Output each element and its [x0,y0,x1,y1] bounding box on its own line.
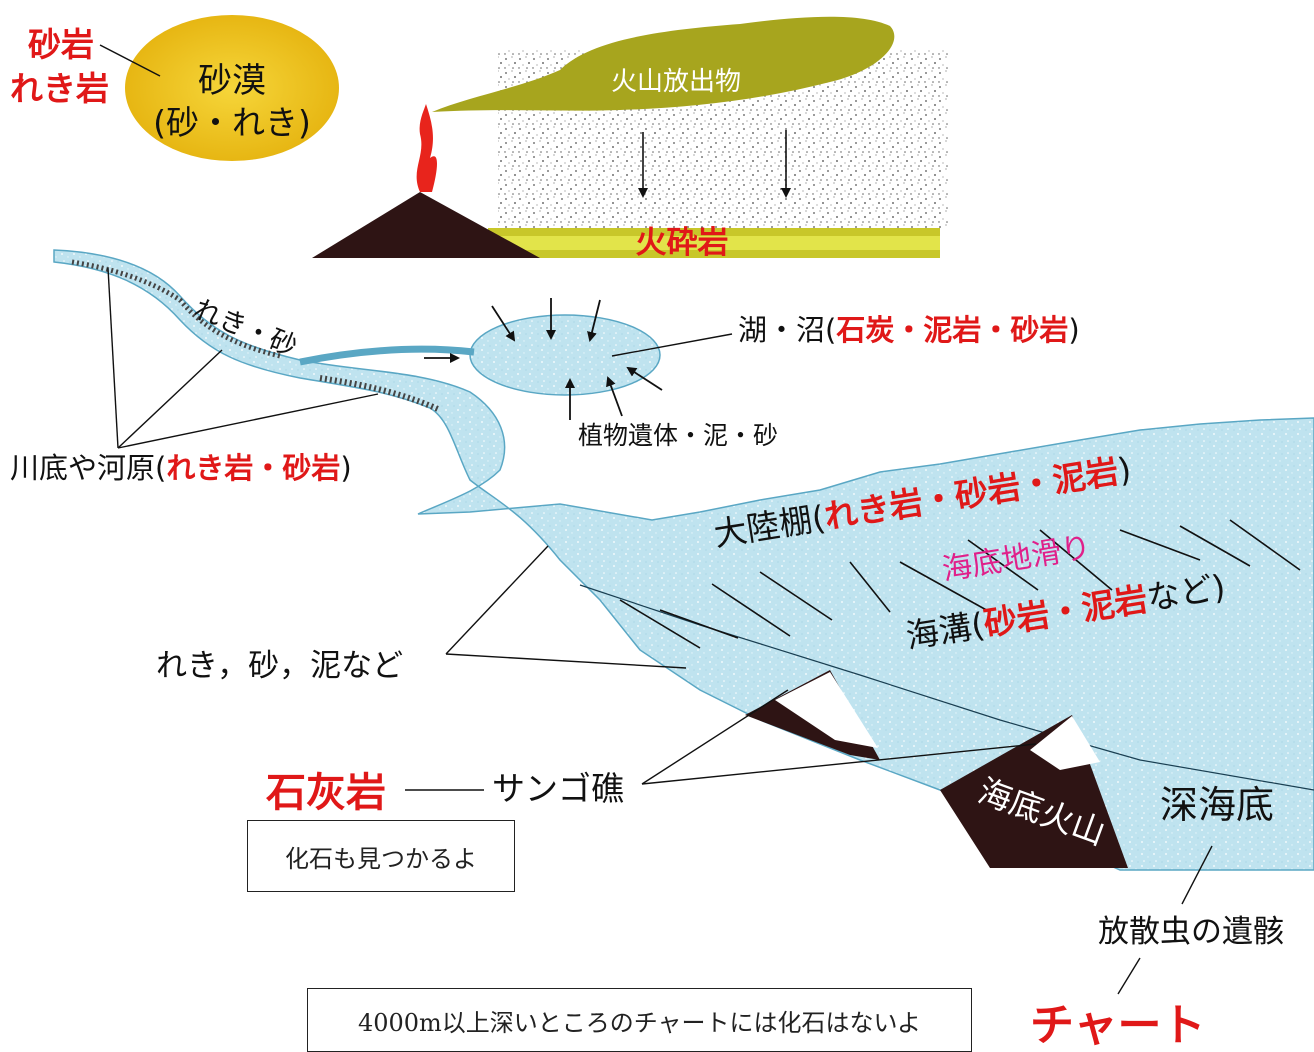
chert-label: チャート [1030,1000,1206,1050]
lake [469,314,661,396]
lake-arrow-5 [606,376,623,417]
lake-rock-mudstone: 泥岩 [923,313,981,347]
lake-leader-line [611,333,733,357]
desert-rock-sandstone: 砂岩 [28,25,94,64]
lake-rock-coal: 石炭 [835,313,894,347]
shelf-sep2: ・ [1017,462,1056,506]
lake-inlet [299,345,475,366]
riverbed-sep: ・ [253,451,282,485]
lake-sep1: ・ [894,313,923,347]
lake-label-prefix: 湖・沼( [738,313,836,347]
desert-oval [125,15,339,161]
sediments-label: れき，砂，泥など [156,648,403,684]
coral-reef-cap [775,672,878,748]
riverbed-leader-lines [107,267,379,449]
lake-deposits-label: 植物遺体・泥・砂 [578,421,778,450]
river-gravel-lower [319,375,442,413]
radiolarian-label: 放散虫の遺骸 [1098,914,1284,950]
riverbed-label-suffix: ) [340,451,351,485]
riverbed-rock-sandstone: 砂岩 [282,451,340,485]
ash-cloud-label: 火山放出物 [611,67,741,97]
trench-label: 海溝(砂岩・泥岩など) [903,567,1228,656]
lake-arrow-3 [587,299,601,342]
coral-reef-label: サンゴ礁 [492,769,624,808]
lake-arrow-1 [491,305,516,342]
volcano-flame-icon [416,104,437,192]
lake-label: 湖・沼(石炭・泥岩・砂岩) [738,313,1080,347]
landslide-arrows [619,519,1301,649]
riverbed-rock-conglomerate: れき岩 [166,451,253,485]
shelf-sediment-band [579,584,1314,791]
volcano-cone [312,192,540,258]
desert-rock-conglomerate: れき岩 [10,69,109,108]
lake-arrow-6 [626,366,663,391]
riverbed-label: 川底や河原(れき岩・砂岩) [10,451,352,485]
lake-rock-sandstone: 砂岩 [1010,313,1068,347]
deep-sea-label: 深海底 [1160,783,1274,827]
shelf-label-suffix: ) [1115,449,1134,490]
desert-title: 砂漠 [198,61,266,101]
trench-sep: ・ [1046,590,1085,634]
ash-cloud [432,16,895,112]
limestone-label: 石灰岩 [266,770,386,816]
riverbed-label-prefix: 川底や河原( [10,451,166,485]
desert-subtitle: (砂・れき) [153,103,311,142]
pyroclastic-rock-label: 火砕岩 [636,225,729,261]
shelf-sep1: ・ [919,477,958,521]
chert-note-box: 4000m以上深いところのチャートには化石はないよ [307,988,972,1052]
fossil-note-text: 化石も見つかるよ [285,844,477,873]
coral-reef-leader-lines [641,689,1037,785]
seamount-cap [1030,716,1100,770]
lake-label-suffix: ) [1068,313,1079,347]
chert-note-text: 4000m以上深いところのチャートには化石はないよ [357,1008,922,1037]
fossil-note-box: 化石も見つかるよ [247,820,515,892]
pyroclastic-layer-core [488,236,940,250]
river-gravel-upper [71,259,281,359]
lake-sep2: ・ [981,313,1010,347]
desert-leader-line [99,44,161,77]
deep-sea-leader-line [1181,845,1213,905]
sediments-leader-lines [445,545,687,669]
radiolarian-leader-line [1117,957,1141,995]
